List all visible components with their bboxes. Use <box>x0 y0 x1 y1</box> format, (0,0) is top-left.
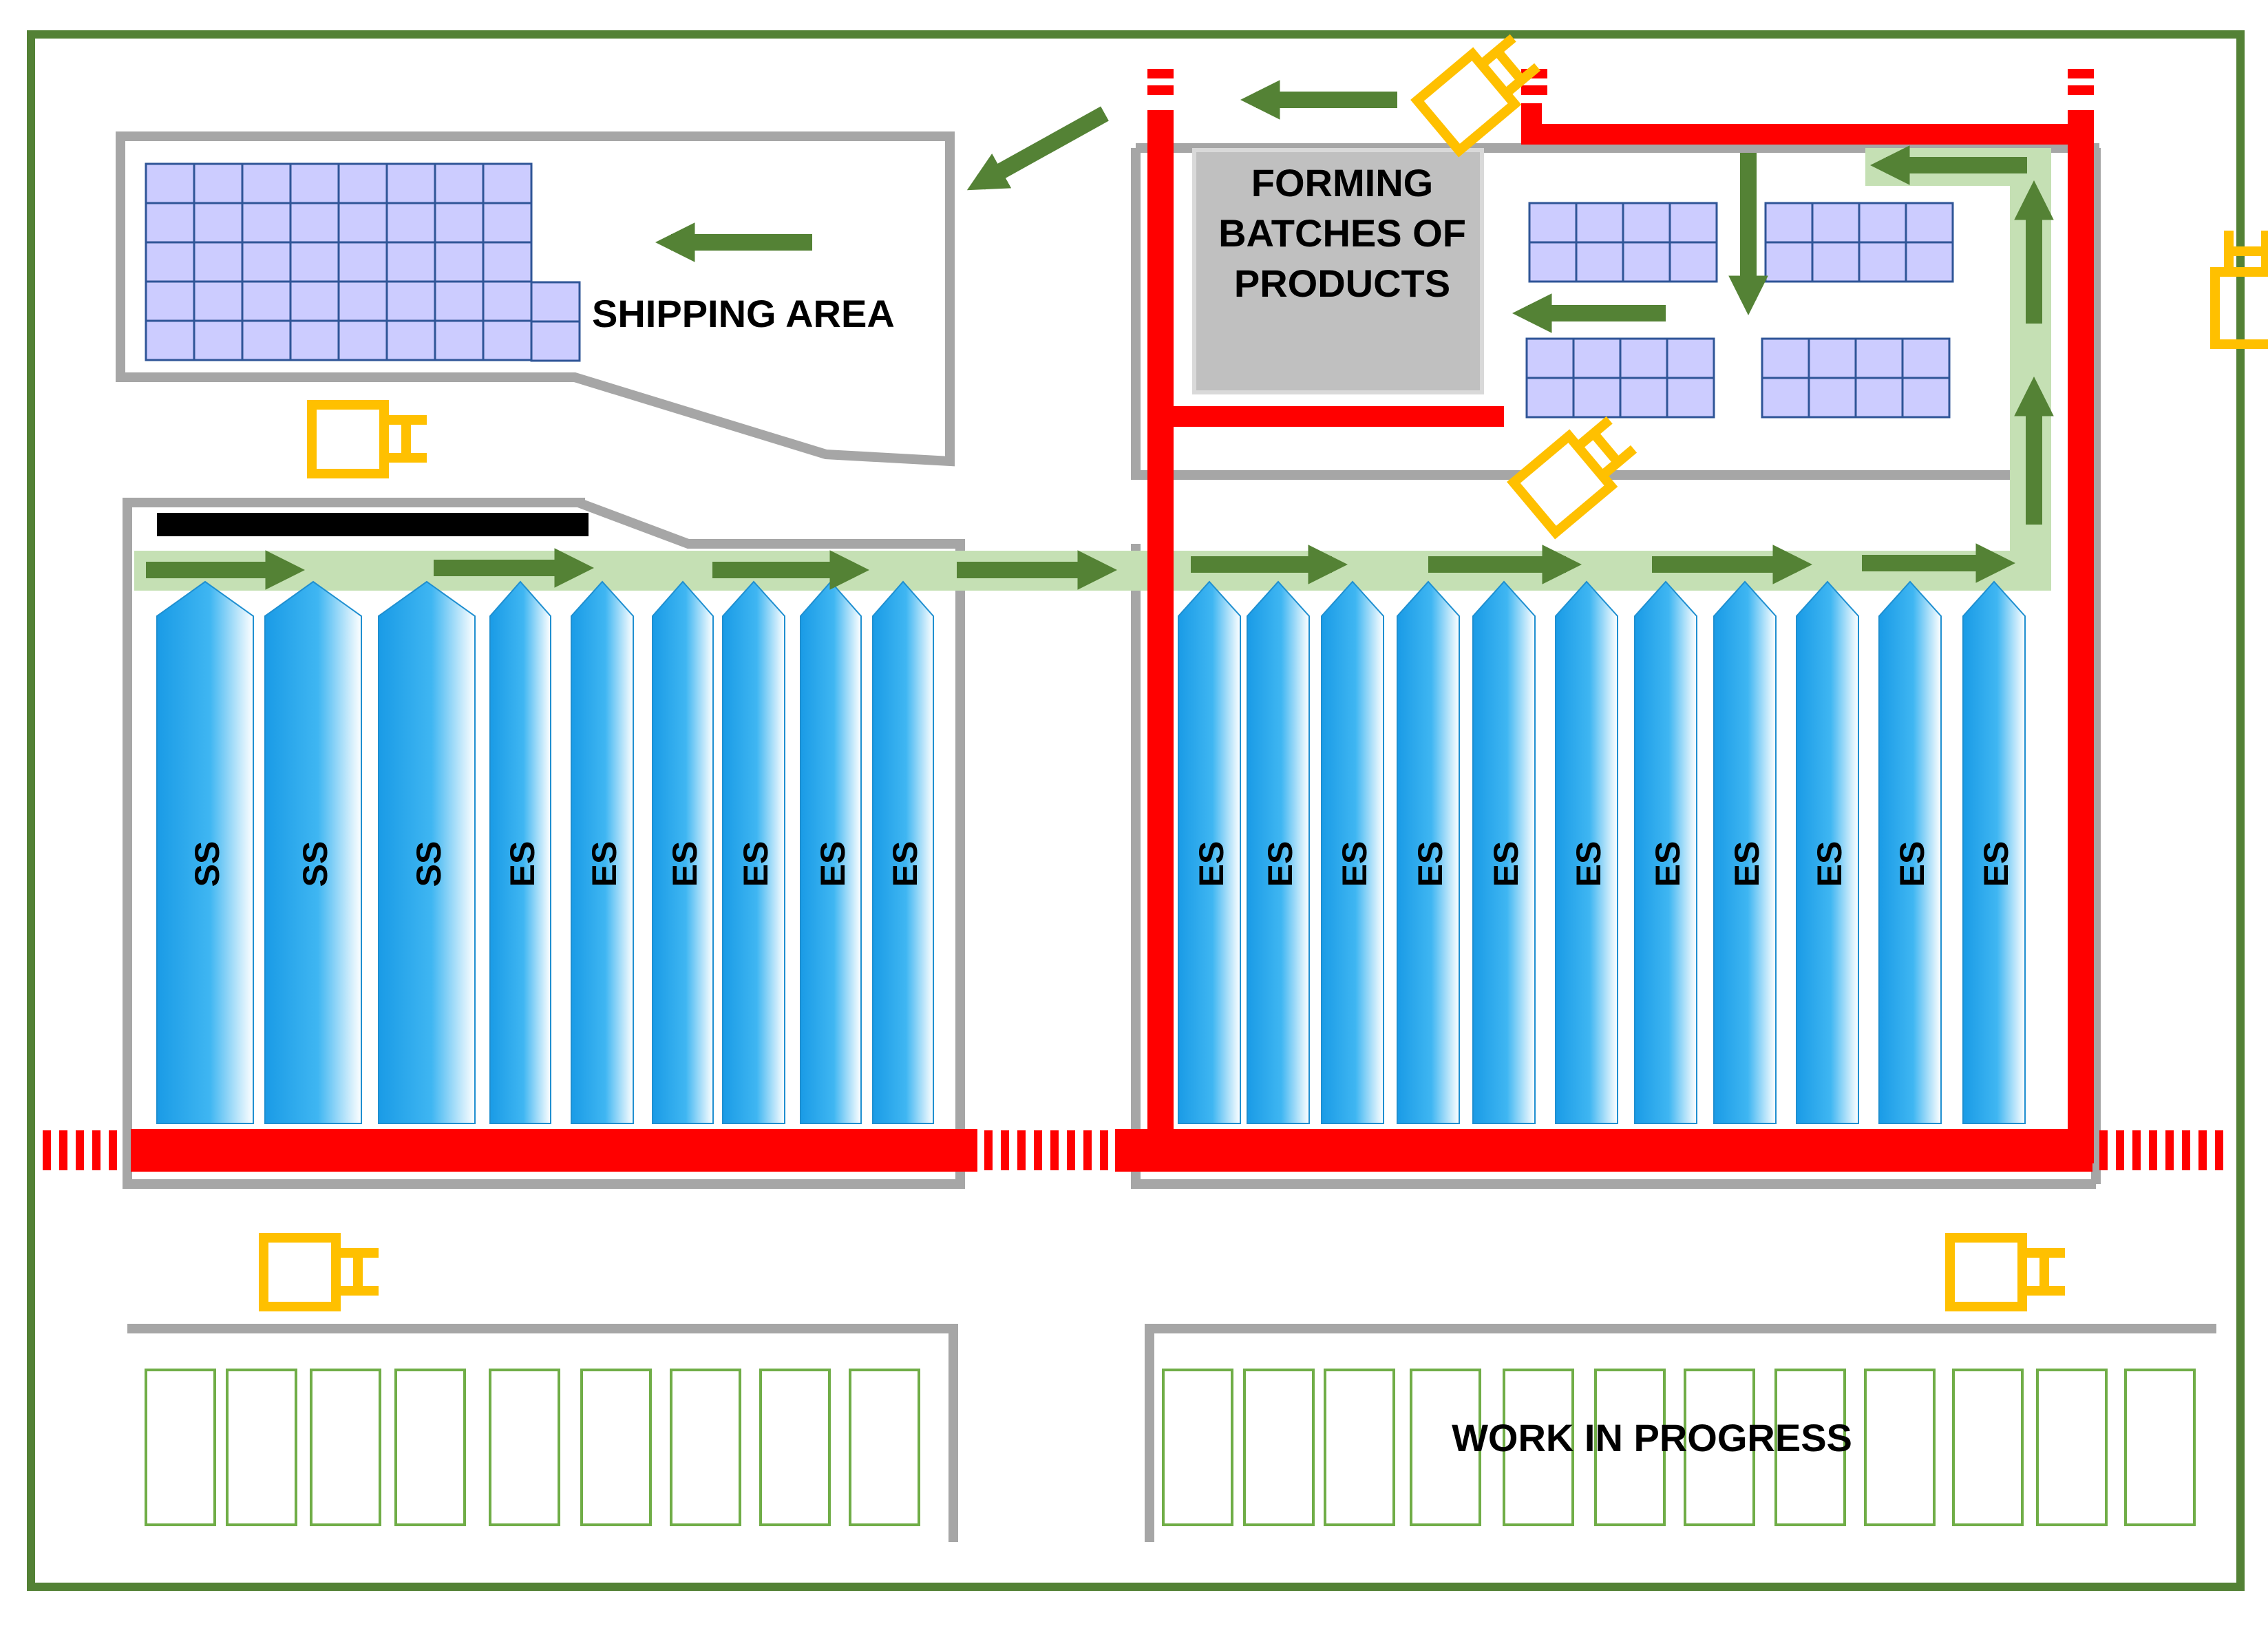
rack-label: ES <box>503 841 542 887</box>
storage-rack: ES <box>1634 580 1697 1124</box>
wip-label: WORK IN PROGRESS <box>1452 1416 1852 1459</box>
wip-slot <box>1503 1369 1574 1526</box>
wip-slot <box>1324 1369 1395 1526</box>
forklift-icon <box>307 400 427 478</box>
pallet-group <box>1528 202 1718 283</box>
wip-slot <box>1410 1369 1481 1526</box>
rack-label: ES <box>1335 841 1374 887</box>
rack-label: ES <box>666 841 704 887</box>
wip-slot <box>226 1369 297 1526</box>
wip-slot <box>1774 1369 1846 1526</box>
forming-label-line-1: FORMING <box>1251 161 1433 204</box>
wip-slot <box>2124 1369 2196 1526</box>
forming-label-line-2: BATCHES OF <box>1218 211 1466 255</box>
wip-slot <box>2036 1369 2108 1526</box>
wip-slot <box>849 1369 920 1526</box>
rack-label: ES <box>1261 841 1300 887</box>
storage-rack: ES <box>1321 580 1384 1124</box>
storage-rack: ES <box>1962 580 2026 1124</box>
storage-rack: SS <box>156 580 254 1124</box>
forklift-icon <box>2210 231 2268 349</box>
wip-slot <box>394 1369 466 1526</box>
rack-label: ES <box>1728 841 1766 887</box>
flow-arrow-icon <box>966 106 1109 191</box>
rack-label: ES <box>1487 841 1525 887</box>
wip-right-wall <box>1145 1324 2216 1542</box>
wip-slot <box>1684 1369 1755 1526</box>
wip-slot <box>759 1369 831 1526</box>
forming-area-wall <box>1131 148 2027 480</box>
rack-label: ES <box>1192 841 1231 887</box>
shipping-area-label: SHIPPING AREA <box>592 292 895 335</box>
forklift-icon <box>1507 416 1638 540</box>
rack-label: ES <box>886 841 924 887</box>
wip-slot <box>1952 1369 2024 1526</box>
storage-rack: ES <box>1713 580 1777 1124</box>
storage-rack: ES <box>1178 580 1241 1124</box>
rack-label: ES <box>1977 841 2015 887</box>
right-storage-wall <box>1131 544 2096 1189</box>
facility-boundary <box>27 30 2245 1591</box>
safety-line-dashes <box>43 1130 2223 1170</box>
rack-label: ES <box>1569 841 1608 887</box>
wip-slot <box>489 1369 560 1526</box>
storage-rack: SS <box>378 580 476 1124</box>
storage-rack: ES <box>872 580 934 1124</box>
rack-label: ES <box>1411 841 1450 887</box>
storage-rack: ES <box>722 580 785 1124</box>
storage-rack: ES <box>652 580 714 1124</box>
storage-rack: ES <box>1878 580 1942 1124</box>
wip-slot <box>670 1369 741 1526</box>
rack-label: ES <box>814 841 852 887</box>
pallet-group <box>1761 337 1951 419</box>
storage-rack: ES <box>1397 580 1460 1124</box>
shipping-pallet-stack <box>145 162 533 361</box>
wip-slot <box>1162 1369 1233 1526</box>
forming-label-line-3: PRODUCTS <box>1234 262 1450 305</box>
wip-slot <box>1864 1369 1936 1526</box>
forklift-icon <box>1410 34 1541 158</box>
safety-lines <box>131 69 2094 1172</box>
storage-rack: ES <box>1472 580 1536 1124</box>
shipping-pallet-stack <box>530 281 581 362</box>
wip-slot <box>580 1369 652 1526</box>
forming-batches-zone <box>1192 148 1484 394</box>
storage-rack: SS <box>264 580 362 1124</box>
rack-label: ES <box>1893 841 1931 887</box>
wip-slot <box>1594 1369 1666 1526</box>
loading-dock-bar <box>157 513 589 536</box>
storage-rack: ES <box>1247 580 1310 1124</box>
rack-label: SS <box>188 841 226 887</box>
rack-label: ES <box>1810 841 1849 887</box>
wip-slot <box>145 1369 216 1526</box>
rack-label: SS <box>410 841 448 887</box>
storage-rack: ES <box>489 580 551 1124</box>
left-storage-wall <box>123 498 965 1189</box>
forklift-icon <box>1945 1233 2065 1311</box>
forklift-icon <box>259 1233 379 1311</box>
storage-rack: ES <box>800 580 862 1124</box>
wip-slot <box>310 1369 381 1526</box>
storage-rack: ES <box>1555 580 1618 1124</box>
storage-rack: ES <box>1796 580 1859 1124</box>
pallet-group <box>1525 337 1715 419</box>
rack-label: ES <box>736 841 775 887</box>
rack-label: SS <box>296 841 335 887</box>
rack-label: ES <box>585 841 624 887</box>
shipping-area-wall <box>116 131 955 467</box>
storage-rack: ES <box>571 580 634 1124</box>
wip-slot <box>1243 1369 1315 1526</box>
pallet-group <box>1764 202 1954 283</box>
rack-label: ES <box>1649 841 1687 887</box>
wip-left-wall <box>127 1324 958 1542</box>
